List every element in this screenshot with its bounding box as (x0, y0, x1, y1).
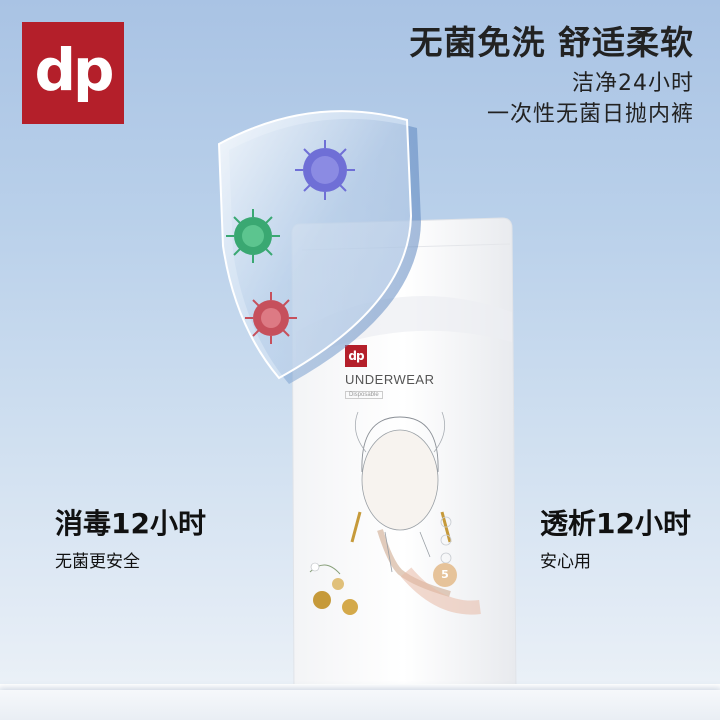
headline-title: 无菌免洗 舒适柔软 (409, 23, 694, 62)
package-logo: dp (345, 345, 367, 367)
headline-line-2: 洁净24小时 (572, 71, 694, 96)
pedestal (0, 690, 720, 720)
right-claim: 透析12小时 安心用 (540, 505, 691, 577)
package-logo-text: dp (348, 349, 364, 363)
package-count-badge: 5 (433, 563, 457, 587)
package-sub-label: Disposable (345, 391, 383, 399)
brand-logo-text: dp (34, 36, 114, 104)
headline: 无菌免洗 舒适柔软 洁净24小时 一次性无菌日抛内裤 (410, 22, 695, 130)
headline-line-3: 一次性无菌日抛内裤 (486, 102, 694, 127)
right-claim-subtitle: 安心用 (540, 552, 591, 572)
pedestal-top (0, 684, 720, 692)
left-claim-title: 消毒12小时 (55, 507, 206, 540)
illustration-woman (309, 411, 481, 615)
package-product-name: UNDERWEAR (345, 372, 435, 387)
right-claim-title: 透析12小时 (540, 507, 691, 540)
virus-green-icon (226, 209, 280, 263)
glass-shield (217, 110, 421, 384)
left-claim-subtitle: 无菌更安全 (55, 552, 140, 572)
left-claim: 消毒12小时 无菌更安全 (55, 505, 206, 577)
virus-red-icon (245, 292, 297, 344)
virus-blue-icon (295, 140, 355, 200)
brand-logo: dp (22, 22, 124, 124)
